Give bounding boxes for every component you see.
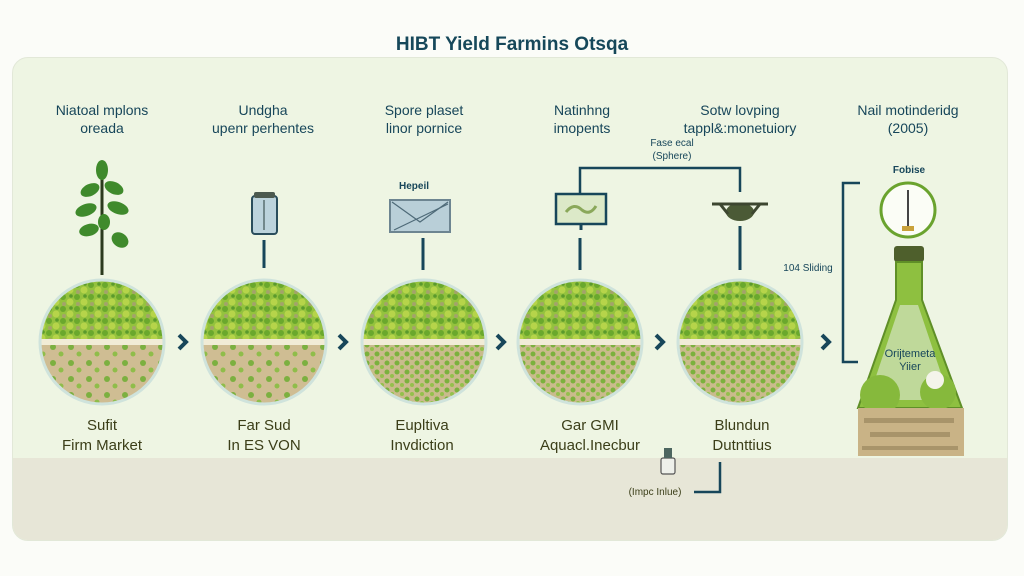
label-line: Eupltiva xyxy=(395,417,449,434)
label-line: (2005) xyxy=(887,120,929,136)
label-line: upenr perhentes xyxy=(212,120,314,136)
label-line: Blundun xyxy=(714,417,770,434)
sample-jar-icon xyxy=(660,448,722,494)
label-line: Dutnttius xyxy=(712,437,772,454)
stage-1-top-label: Niatoal mplons oreada xyxy=(56,101,149,137)
label-line: Invdiction xyxy=(390,437,454,454)
label-line: Sotw lovping xyxy=(700,102,780,118)
stage-2-top-label: Undgha upenr perhentes xyxy=(212,101,314,137)
flask-illustration xyxy=(841,181,964,456)
fobise-label: Fobise xyxy=(892,165,926,176)
label-line: In ES VON xyxy=(227,437,301,454)
chevron-right-icon xyxy=(495,333,507,351)
label-line: Niatoal mplons xyxy=(55,102,149,118)
soil-cross-section-2 xyxy=(200,278,328,406)
stage-3-top-label: Spore plaset linor pornice xyxy=(385,101,464,137)
chevron-right-icon xyxy=(177,333,189,351)
label-line: oreada xyxy=(80,120,124,136)
drone-icon xyxy=(712,202,768,270)
label-line: linor pornice xyxy=(385,120,463,136)
fase-ecal-label: Fase ecal (Sphere) xyxy=(650,137,693,163)
label-line: Aquacl.Inecbur xyxy=(539,437,641,454)
bottom-band xyxy=(13,458,1007,540)
impc-inlue-label: (Impc Inlue) xyxy=(628,487,682,498)
label-line: Nail motinderidg xyxy=(857,102,959,118)
soil-cross-section-4 xyxy=(516,278,644,406)
label-line: Orijtemeta xyxy=(884,348,936,360)
tree-icon xyxy=(75,160,129,275)
label-line: Sufit xyxy=(86,417,117,434)
label-line: Far Sud xyxy=(237,417,291,434)
label-line: Spore plaset xyxy=(384,102,464,118)
label-line: imopents xyxy=(553,120,611,136)
chevron-right-icon xyxy=(337,333,349,351)
label-line: Gar GMI xyxy=(561,417,619,434)
diagram-title: HIBT Yield Farmins Otsqa xyxy=(395,34,629,55)
soil-cross-section-1 xyxy=(38,278,166,406)
stage-5-top-label: Sotw lovping tappl&:monetuiory xyxy=(684,101,797,137)
label-line: Yiier xyxy=(899,361,921,373)
envelope-panel-icon xyxy=(389,199,451,270)
label-line: Natinhng xyxy=(553,102,611,118)
stage-6-top-label: Nail motinderidg (2005) xyxy=(857,101,958,137)
sliding-label: 104 Sliding xyxy=(783,263,833,274)
label-line: Firm Market xyxy=(62,437,142,454)
stage-4-top-label: Natinhng imopents xyxy=(554,101,611,137)
sensor-jar-icon xyxy=(251,192,278,268)
chevron-right-icon xyxy=(820,333,832,351)
hepeil-label: Hepeil xyxy=(398,181,430,192)
label-line: (Sphere) xyxy=(652,151,692,162)
monitor-icon xyxy=(554,166,742,270)
label-line: Undgha xyxy=(238,102,288,118)
soil-cross-section-5 xyxy=(676,278,804,406)
label-line: tappl&:monetuiory xyxy=(683,120,797,136)
label-line: Fase ecal xyxy=(650,138,694,149)
stage-4-bottom-label: Gar GMI Aquacl.Inecbur xyxy=(540,416,640,456)
stage-2-bottom-label: Far Sud In ES VON xyxy=(227,416,300,456)
chevron-right-icon xyxy=(654,333,666,351)
soil-cross-section-3 xyxy=(360,278,488,406)
